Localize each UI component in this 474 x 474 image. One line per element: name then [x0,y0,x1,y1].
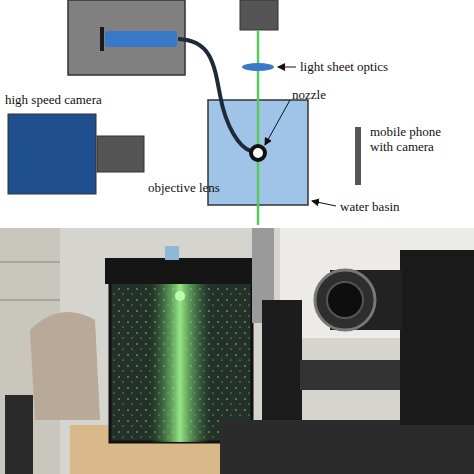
lens-ring [315,270,375,330]
lens-glass [327,282,363,318]
nozzle-glow [175,291,185,301]
leader-arrow [265,100,290,145]
camera-body [8,114,96,194]
nozzle-fitting [165,246,179,260]
camera-tube [105,31,177,47]
tank-frame [105,258,257,284]
laser-box [240,0,278,30]
schematic [8,0,361,225]
basin-label: water basin [340,199,400,214]
nozzle-label: nozzle [292,87,326,102]
camera-label: high speed camera [5,92,102,107]
camera-sensor [100,27,104,51]
objective-lens-symbol [97,136,144,172]
phone-symbol [355,127,361,185]
leader-arrow [278,67,296,68]
lab-photo [0,228,474,474]
nozzle-symbol [251,146,265,160]
light-sheet-glow [150,282,210,442]
camera-photo [400,250,474,425]
camera-housing [68,0,185,75]
rail [220,420,474,474]
glass-tank [110,282,252,442]
post [5,395,33,474]
phone-label: mobile phone with camera [370,124,462,154]
leader-arrow [312,201,336,206]
mount [300,360,400,390]
optics-label: light sheet optics [300,59,388,74]
laser-sheet [257,30,260,225]
cabinet-edge [0,299,60,301]
photo-background [0,228,474,474]
cabinet-edge [0,261,60,263]
hose [178,39,251,151]
lens-label: objective lens [148,180,220,195]
sheet-optics [242,63,274,71]
chair [30,312,100,420]
